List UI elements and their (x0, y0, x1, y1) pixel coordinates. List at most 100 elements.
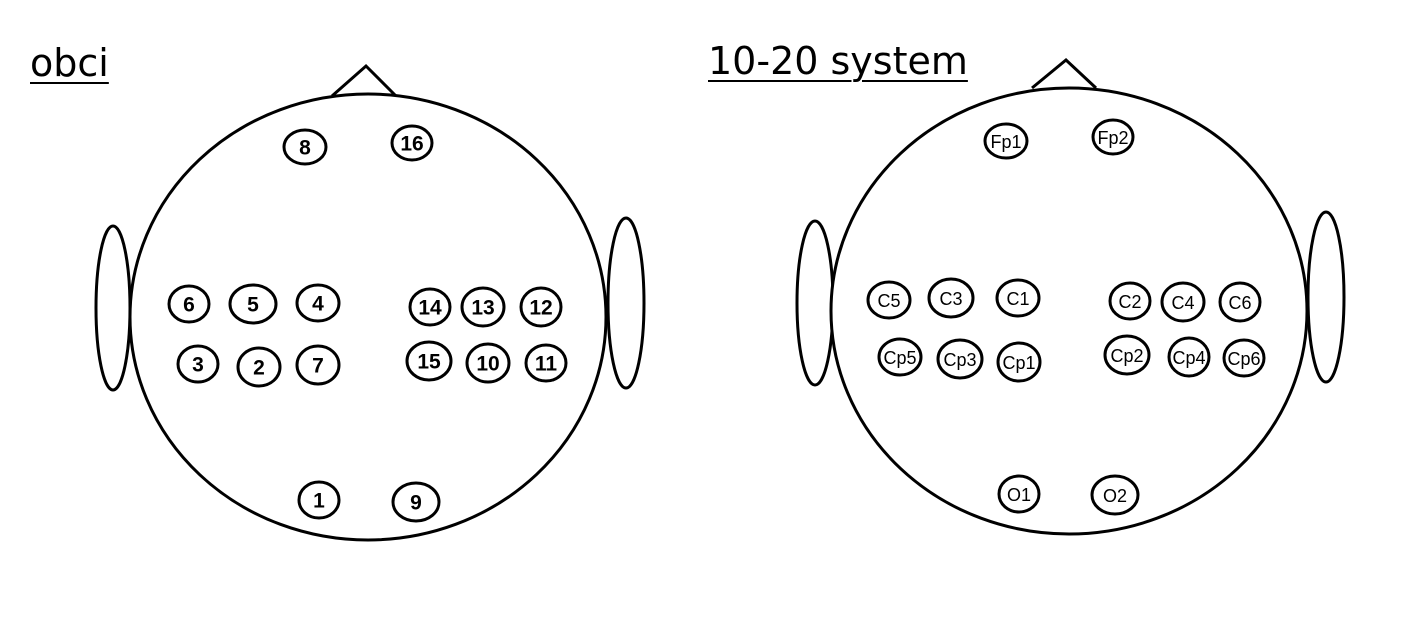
electrode-cp4: Cp4 (1167, 336, 1211, 378)
ten-twenty-system-title: 10-20 system (708, 39, 968, 83)
electrode-11: 11 (524, 343, 568, 383)
electrode-cp3: Cp3 (936, 338, 984, 380)
electrode-o2: O2 (1090, 474, 1140, 516)
head-outline (829, 86, 1309, 536)
electrode-circle (1108, 281, 1152, 321)
electrode-label: 15 (417, 351, 441, 374)
electrode-label: C3 (939, 289, 962, 309)
electrode-circle (519, 286, 563, 328)
electrode-label: Fp1 (990, 132, 1021, 152)
electrode-label: C1 (1006, 289, 1029, 309)
electrode-2: 2 (236, 346, 282, 388)
electrode-circle (176, 344, 220, 384)
electrode-c3: C3 (927, 277, 975, 319)
electrode-label: 14 (418, 297, 442, 320)
electrode-c5: C5 (866, 280, 912, 320)
electrode-cp1: Cp1 (996, 341, 1042, 383)
electrode-circle (927, 277, 975, 319)
electrode-9: 9 (391, 481, 441, 523)
electrode-circle (877, 337, 923, 377)
electrode-circle (1103, 334, 1151, 376)
electrode-circle (391, 481, 441, 523)
head-outline (128, 92, 608, 542)
electrode-7: 7 (295, 344, 341, 386)
electrode-circle (282, 128, 328, 166)
electrode-circle (460, 286, 506, 328)
electrode-label: 4 (312, 293, 324, 316)
electrode-circle (524, 343, 568, 383)
electrode-c6: C6 (1218, 281, 1262, 323)
electrode-label: Cp1 (1002, 353, 1035, 373)
electrode-label: Cp2 (1110, 346, 1143, 366)
electrode-circle (295, 344, 341, 386)
electrode-13: 13 (460, 286, 506, 328)
electrode-cp6: Cp6 (1222, 338, 1266, 378)
electrode-circle (297, 480, 341, 520)
electrode-label: Fp2 (1097, 128, 1128, 148)
electrode-circle (996, 341, 1042, 383)
electrode-circle (167, 284, 211, 324)
electrode-3: 3 (176, 344, 220, 384)
electrode-circle (1218, 281, 1262, 323)
electrode-14: 14 (408, 287, 452, 327)
electrode-cp2: Cp2 (1103, 334, 1151, 376)
electrode-label: 5 (247, 294, 259, 317)
electrode-circle (936, 338, 984, 380)
left-ear (795, 219, 835, 387)
obci-title: obci (30, 41, 109, 85)
electrode-label: Cp4 (1172, 348, 1205, 368)
electrode-label: 12 (529, 297, 552, 320)
electrode-label: Cp6 (1227, 349, 1260, 369)
electrode-12: 12 (519, 286, 563, 328)
electrode-circle (228, 283, 278, 325)
electrode-4: 4 (295, 283, 341, 323)
electrode-label: 10 (476, 353, 499, 376)
electrode-label: C4 (1171, 293, 1194, 313)
electrode-circle (1090, 474, 1140, 516)
electrode-10: 10 (465, 342, 511, 384)
electrode-label: Cp3 (943, 350, 976, 370)
electrode-label: 7 (312, 355, 324, 378)
electrode-circle (1160, 281, 1206, 323)
electrode-circle (866, 280, 912, 320)
electrode-label: O2 (1103, 486, 1127, 506)
electrode-label: C2 (1118, 292, 1141, 312)
electrode-circle (997, 474, 1041, 514)
electrode-o1: O1 (997, 474, 1041, 514)
electrode-circle (1167, 336, 1211, 378)
electrode-circle (1091, 118, 1135, 156)
electrode-cp5: Cp5 (877, 337, 923, 377)
left-ear (94, 224, 132, 392)
electrode-circle (465, 342, 511, 384)
electrode-circle (405, 340, 453, 382)
electrode-circle (983, 122, 1029, 160)
right-ear (606, 216, 646, 390)
electrode-label: 2 (253, 357, 265, 380)
electrode-circle (995, 278, 1041, 318)
electrode-c1: C1 (995, 278, 1041, 318)
electrode-15: 15 (405, 340, 453, 382)
electrode-label: 16 (400, 133, 423, 156)
electrode-circle (236, 346, 282, 388)
electrode-8: 8 (282, 128, 328, 166)
electrode-6: 6 (167, 284, 211, 324)
electrode-label: 3 (192, 354, 204, 377)
electrode-fp1: Fp1 (983, 122, 1029, 160)
electrode-circle (1222, 338, 1266, 378)
electrode-c4: C4 (1160, 281, 1206, 323)
electrode-circle (295, 283, 341, 323)
electrode-label: 11 (535, 353, 558, 376)
electrode-1: 1 (297, 480, 341, 520)
nose (331, 63, 398, 98)
electrode-label: 8 (299, 137, 311, 160)
electrode-circle (408, 287, 452, 327)
electrode-c2: C2 (1108, 281, 1152, 321)
nose (1031, 58, 1098, 90)
electrode-label: 1 (313, 490, 325, 513)
electrode-5: 5 (228, 283, 278, 325)
